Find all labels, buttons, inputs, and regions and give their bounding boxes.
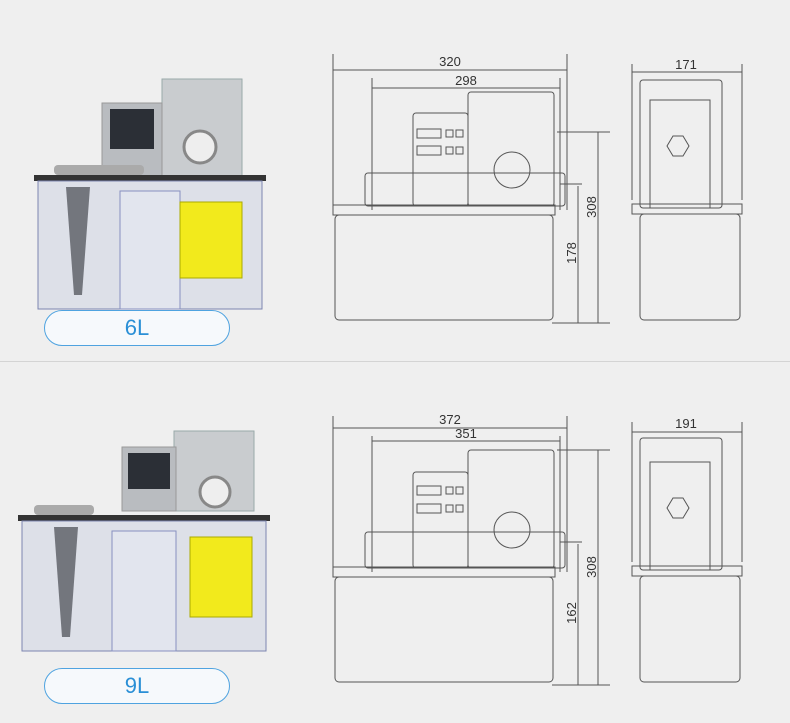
dimension-drawing-9l: 372 351 308 162 191 xyxy=(332,412,743,686)
product-9l-section: 9L 372 351 xyxy=(0,362,790,723)
product-photo-9l xyxy=(18,430,270,652)
section-divider xyxy=(0,361,790,362)
product-photo-6l xyxy=(34,78,266,310)
dim-overall-height: 308 xyxy=(584,556,599,578)
dim-inner-width: 298 xyxy=(455,73,477,88)
dim-overall-width: 372 xyxy=(439,412,461,427)
capacity-label-9l: 9L xyxy=(44,668,230,704)
dim-overall-width: 320 xyxy=(439,54,461,69)
product-6l-section: 6L 320 298 xyxy=(0,0,790,361)
dim-inner-width: 351 xyxy=(455,426,477,441)
capacity-label-6l: 6L xyxy=(44,310,230,346)
dim-tank-height: 178 xyxy=(564,242,579,264)
dim-overall-height: 308 xyxy=(584,196,599,218)
dim-tank-height: 162 xyxy=(564,602,579,624)
dimension-drawing-6l: 320 298 308 178 171 xyxy=(332,54,743,324)
dim-depth: 191 xyxy=(675,416,697,431)
dim-depth: 171 xyxy=(675,57,697,72)
